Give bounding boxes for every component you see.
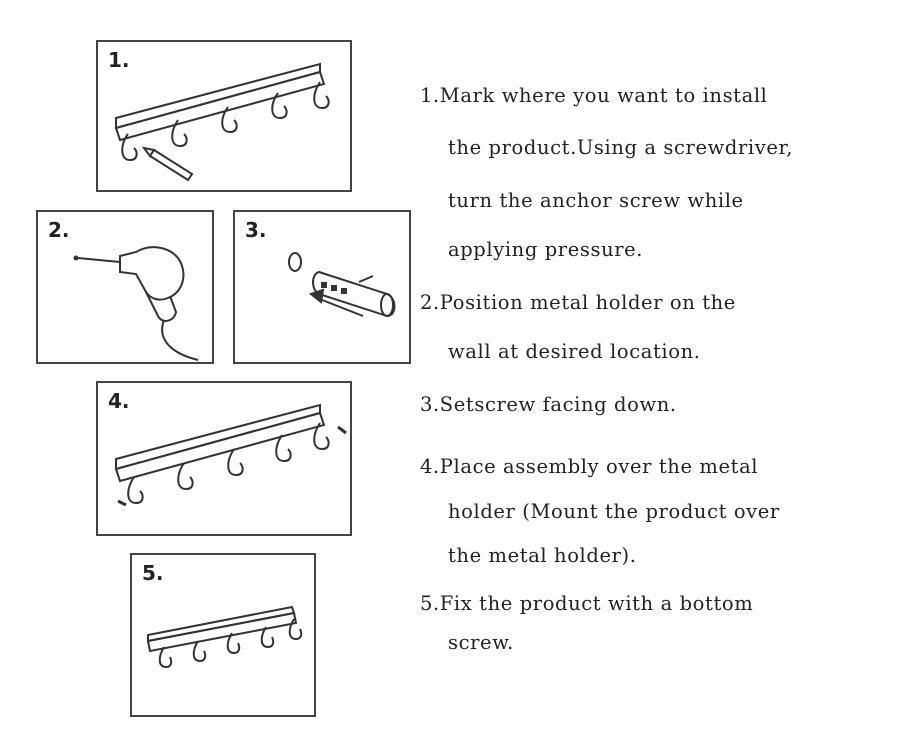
step-5-line-1: 5.Fix the product with a bottom — [420, 592, 754, 615]
step-4-number: 4. — [108, 389, 130, 413]
step-5-line-2: screw. — [448, 631, 514, 654]
step-3-panel: 3. — [233, 210, 411, 364]
step-1-line-1: 1.Mark where you want to install — [420, 84, 768, 107]
step-2-number: 2. — [48, 218, 70, 242]
power-drill-illustration — [73, 246, 199, 361]
hook-rail-mounting-illustration — [114, 403, 347, 507]
step-3-number: 3. — [245, 218, 267, 242]
mounted-hook-rail-illustration — [146, 605, 303, 669]
step-4-line-2: holder (Mount the product over — [448, 500, 780, 523]
step-1-number: 1. — [108, 48, 130, 72]
hook-rail-with-pencil-illustration — [114, 62, 330, 182]
step-2-panel: 2. — [36, 210, 214, 364]
step-1-line-4: applying pressure. — [448, 238, 644, 261]
step-4-panel: 4. — [96, 381, 352, 536]
step-1-line-2: the product.Using a screwdriver, — [448, 136, 794, 159]
step-4-line-3: the metal holder). — [448, 544, 637, 567]
metal-holder-illustration — [288, 252, 396, 318]
step-5-panel: 5. — [130, 553, 316, 717]
step-4-line-1: 4.Place assembly over the metal — [420, 455, 759, 478]
step-3-line-1: 3.Setscrew facing down. — [420, 393, 677, 416]
step-1-line-3: turn the anchor screw while — [448, 189, 744, 212]
step-5-number: 5. — [142, 561, 164, 585]
step-1-panel: 1. — [96, 40, 352, 192]
step-2-line-2: wall at desired location. — [448, 340, 701, 363]
step-2-line-1: 2.Position metal holder on the — [420, 291, 736, 314]
